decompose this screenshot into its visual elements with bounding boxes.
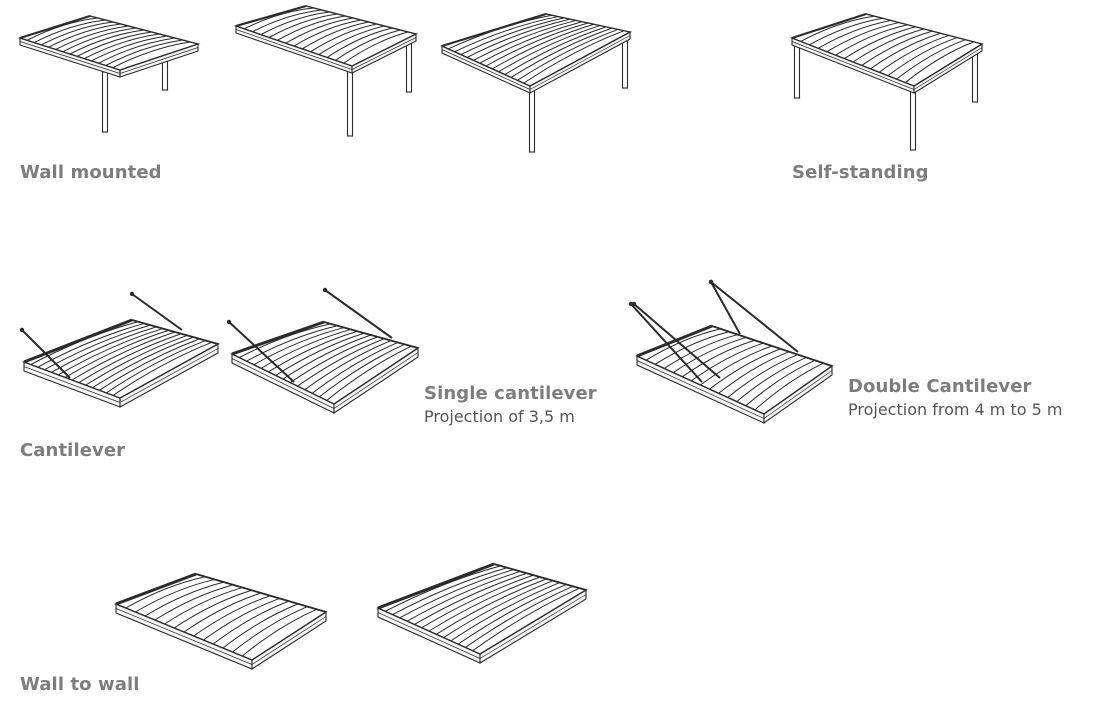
pergola-roof-icon (789, 12, 984, 94)
pergola-roof-icon (233, 4, 418, 74)
pergola-roof-icon (17, 14, 201, 78)
single-cantilever-projection: Projection of 3,5 m (424, 407, 575, 426)
wall-mounted-label: Wall mounted (20, 162, 162, 183)
cantilever-rod-icon (129, 291, 183, 331)
cantilever-rod-icon (226, 319, 295, 383)
cantilever-label: Cantilever (20, 440, 126, 461)
pergola-roof-icon (230, 320, 420, 415)
cantilever-rod-icon (631, 301, 721, 379)
single-cantilever-label: Single cantilever (424, 383, 597, 404)
cantilever-rod-icon (322, 287, 393, 339)
double-cantilever-projection: Projection from 4 m to 5 m (848, 400, 1063, 419)
cantilever-rod-icon (708, 279, 799, 353)
pergola-roof-icon (440, 12, 633, 94)
cantilever-rod-icon (19, 327, 71, 379)
double-cantilever-label: Double Cantilever (848, 376, 1032, 397)
pergola-roof-icon (114, 572, 328, 671)
pergola-roof-icon (22, 318, 220, 408)
wall-to-wall-label: Wall to wall (20, 674, 140, 695)
pergola-roof-icon (376, 562, 588, 664)
self-standing-label: Self-standing (792, 162, 929, 183)
